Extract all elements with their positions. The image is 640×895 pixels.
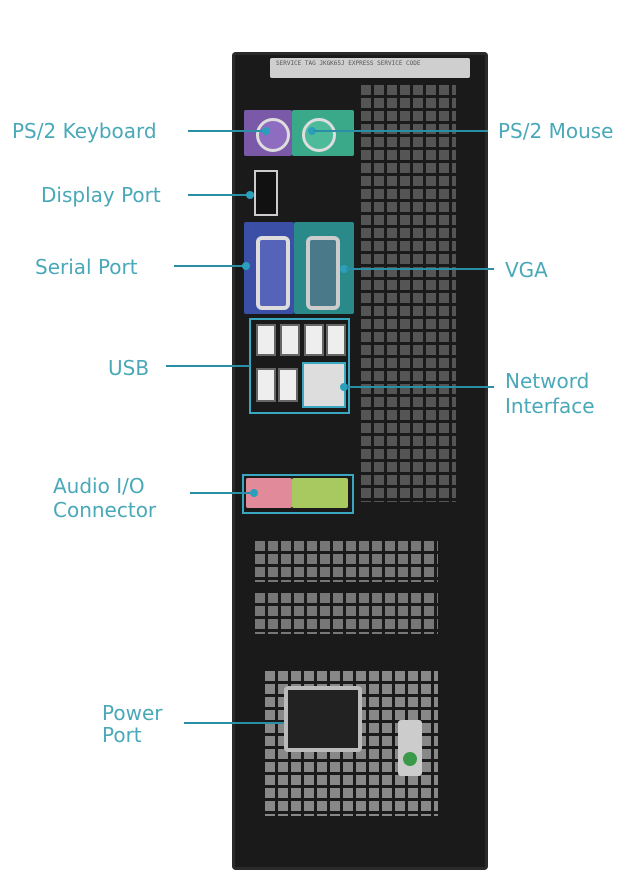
label-network-line1: Netword bbox=[505, 369, 590, 393]
label-power-line1: Power bbox=[102, 701, 163, 725]
label-network-line2: Interface bbox=[505, 394, 595, 418]
expansion-slot-1 bbox=[252, 538, 438, 582]
audio-highlight bbox=[242, 474, 354, 514]
audio-in-panel bbox=[292, 478, 348, 508]
expansion-slot-2 bbox=[252, 590, 438, 634]
usb-port-2 bbox=[280, 324, 300, 356]
serial-port-connector bbox=[256, 236, 290, 310]
label-usb: USB bbox=[108, 356, 150, 380]
leader-dot bbox=[308, 127, 316, 135]
leader-serial-port bbox=[174, 265, 246, 267]
label-display-port: Display Port bbox=[41, 183, 161, 207]
leader-network bbox=[346, 386, 494, 388]
ventilation-grill bbox=[358, 82, 456, 502]
label-ps2-mouse: PS/2 Mouse bbox=[498, 119, 614, 143]
leader-vga bbox=[346, 268, 494, 270]
ethernet-port bbox=[302, 362, 346, 408]
ps2-keyboard-port bbox=[256, 118, 290, 152]
leader-dot bbox=[340, 265, 348, 273]
leader-dot bbox=[242, 262, 250, 270]
label-power-line2: Port bbox=[102, 723, 142, 747]
usb-port-4 bbox=[326, 324, 346, 356]
usb-port-1 bbox=[256, 324, 276, 356]
usb-port-3 bbox=[304, 324, 324, 356]
ps2-mouse-port bbox=[302, 118, 336, 152]
leader-ps2-keyboard bbox=[188, 130, 266, 132]
usb-port-6 bbox=[278, 368, 298, 402]
leader-audio bbox=[190, 492, 254, 494]
label-serial-port: Serial Port bbox=[35, 255, 138, 279]
power-port bbox=[284, 686, 362, 752]
service-tag-text: SERVICE TAG JKGK65J EXPRESS SERVICE CODE bbox=[276, 60, 421, 67]
display-port-connector bbox=[254, 170, 278, 216]
leader-dot bbox=[262, 127, 270, 135]
vga-connector bbox=[306, 236, 340, 310]
label-ps2-keyboard: PS/2 Keyboard bbox=[12, 119, 157, 143]
label-audio-line2: Connector bbox=[53, 498, 157, 522]
leader-usb bbox=[166, 365, 250, 367]
power-led bbox=[403, 752, 417, 766]
label-vga: VGA bbox=[505, 258, 548, 282]
leader-dot bbox=[250, 489, 258, 497]
leader-power bbox=[184, 722, 284, 724]
leader-ps2-mouse bbox=[314, 130, 488, 132]
label-audio-line1: Audio I/O bbox=[53, 474, 145, 498]
leader-dot bbox=[246, 191, 254, 199]
leader-display-port bbox=[188, 194, 250, 196]
service-tag-label: SERVICE TAG JKGK65J EXPRESS SERVICE CODE bbox=[270, 58, 470, 78]
usb-highlight bbox=[249, 318, 350, 414]
usb-port-5 bbox=[256, 368, 276, 402]
power-switch bbox=[398, 720, 422, 776]
leader-dot bbox=[340, 383, 348, 391]
